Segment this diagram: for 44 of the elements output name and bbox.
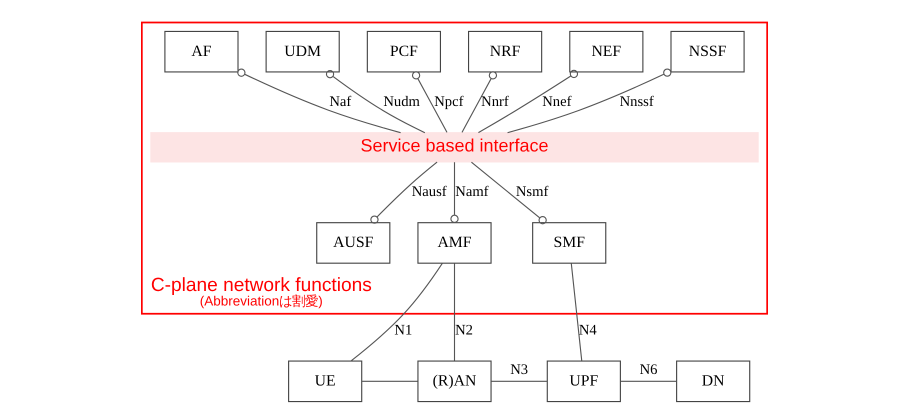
edge-label: Nnssf <box>619 94 654 110</box>
edge-label: Npcf <box>434 94 463 110</box>
node-box: AMF <box>416 222 492 264</box>
node-box: SMF <box>532 222 606 264</box>
connector <box>362 380 418 382</box>
connector <box>370 161 437 224</box>
node-box: PCF <box>366 30 440 72</box>
connector <box>325 70 425 133</box>
node-box: NEF <box>568 30 643 72</box>
edge-label: N3 <box>510 361 528 378</box>
node-box: UE <box>288 360 362 402</box>
edge-label: N1 <box>394 322 412 338</box>
edge-label: Nsmf <box>515 184 548 200</box>
edge-label: Nausf <box>411 184 446 200</box>
edge-label: Namf <box>454 184 488 200</box>
connector <box>411 70 447 132</box>
node-box: (R)AN <box>416 360 492 402</box>
connector <box>450 162 458 222</box>
edge-label: N4 <box>578 322 596 338</box>
connector <box>461 70 497 132</box>
connector <box>570 262 582 360</box>
edge-label: Nudm <box>382 94 420 110</box>
node-box: NSSF <box>670 30 744 72</box>
node-label: (Abbreviationは割愛) <box>199 292 322 308</box>
node-box: DN <box>676 360 750 402</box>
connector <box>453 262 455 360</box>
connector <box>470 161 546 224</box>
connector <box>478 69 578 133</box>
node-box: Service based interface <box>150 132 758 162</box>
node-box: UDM <box>265 30 340 72</box>
edge-label: Nnrf <box>480 94 508 110</box>
edge-label: Naf <box>328 94 351 110</box>
node-box: NRF <box>468 30 542 72</box>
connector <box>506 68 671 133</box>
connector <box>490 380 547 382</box>
edge-label: N6 <box>639 361 657 378</box>
edge-label: N2 <box>454 322 472 338</box>
node-box: UPF <box>546 360 620 402</box>
connector <box>236 68 400 133</box>
node-box: AUSF <box>316 222 390 264</box>
edge-label: Nnef <box>542 94 571 110</box>
connector <box>350 262 442 361</box>
node-box: AF <box>164 30 238 72</box>
connector <box>620 380 676 382</box>
